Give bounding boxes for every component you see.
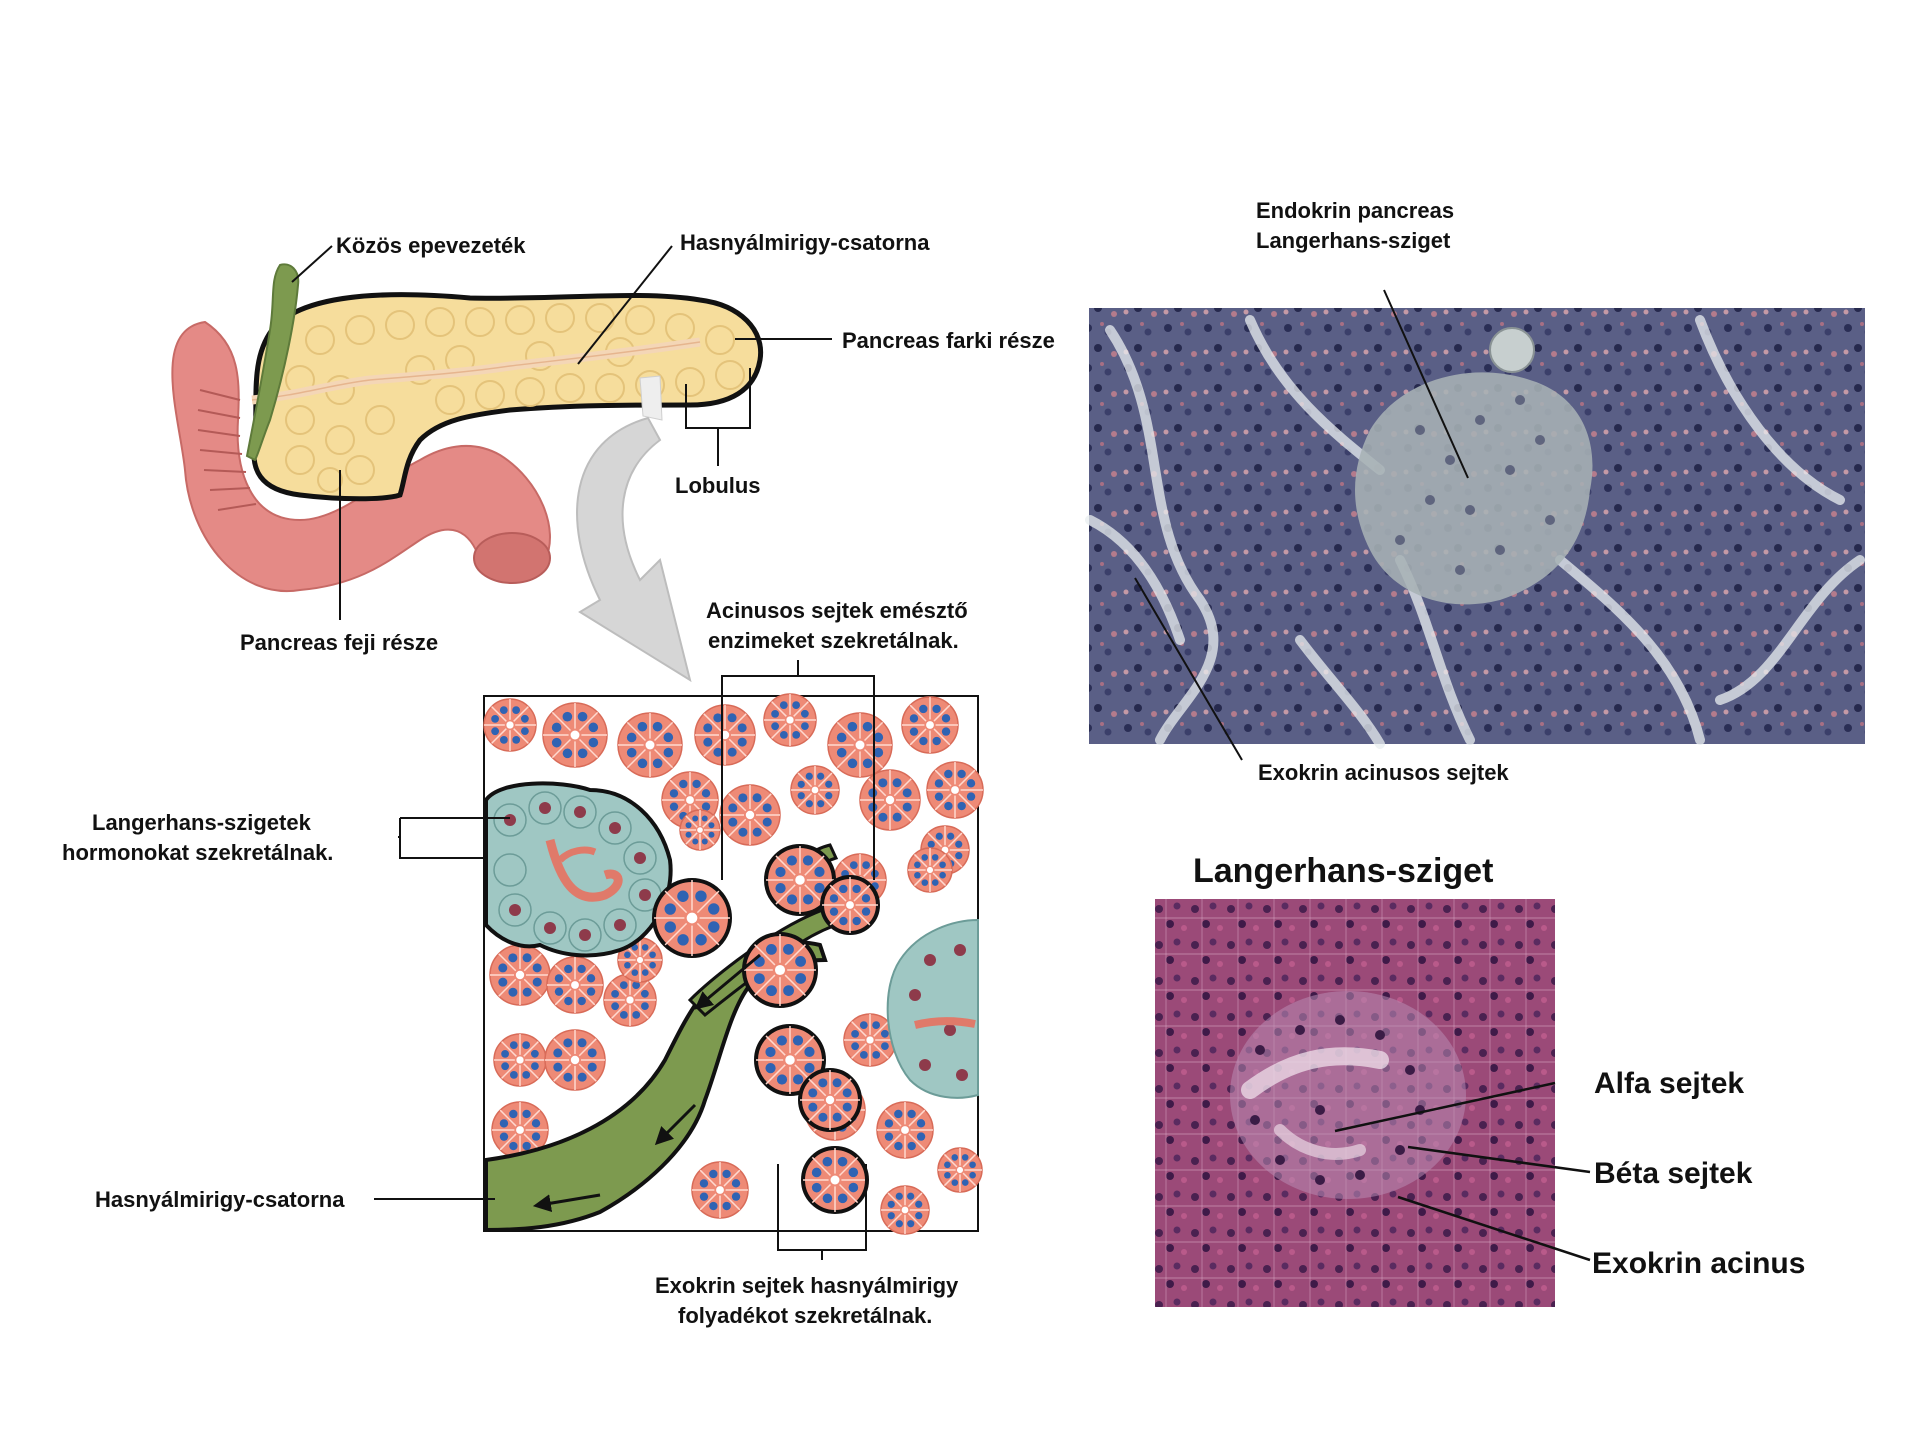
islet-cluster-left — [484, 781, 673, 958]
label-exocrine-acinar: Exokrin acinusos sejtek — [1258, 760, 1509, 785]
acinus — [679, 809, 721, 851]
acinus — [542, 702, 608, 768]
bracket-exocrine — [777, 1164, 867, 1260]
acinus — [603, 973, 657, 1027]
acinus — [546, 956, 604, 1014]
acinus — [544, 1029, 606, 1091]
acinus — [820, 875, 880, 935]
acinus — [937, 1147, 983, 1193]
histology-micrograph-islet — [1155, 899, 1555, 1307]
label-pancreatic-duct-top: Hasnyálmirigy-csatorna — [680, 230, 930, 255]
acinus — [694, 704, 756, 766]
islet-micrograph-title: Langerhans-sziget — [1193, 852, 1493, 890]
leader-pancreatic-duct-top — [577, 245, 673, 365]
bracket-acinar — [721, 660, 875, 880]
tissue-schematic — [483, 693, 984, 1235]
label-islets-line2: hormonokat szekretálnak. — [62, 840, 333, 865]
leader-alpha — [1334, 1081, 1556, 1133]
lobule-cutout — [639, 375, 663, 421]
label-beta: Béta sejtek — [1594, 1157, 1753, 1190]
acinus — [763, 693, 817, 747]
acinus — [489, 944, 551, 1006]
common-bile-duct — [245, 263, 300, 462]
label-exocrine-line1: Exokrin sejtek hasnyálmirigy — [655, 1273, 959, 1298]
acinus — [617, 937, 663, 983]
acinus — [843, 1013, 897, 1067]
label-head: Pancreas feji része — [240, 630, 438, 655]
label-acinar-line1: Acinusos sejtek emésztő — [706, 598, 968, 623]
label-pancreatic-duct-bottom: Hasnyálmirigy-csatorna — [95, 1187, 345, 1212]
label-lobule: Lobulus — [675, 473, 761, 498]
acinus — [880, 1185, 930, 1235]
islet-zone — [1230, 991, 1466, 1199]
acinus — [827, 712, 893, 778]
acinus — [493, 1033, 547, 1087]
pancreatic-duct-edge — [251, 341, 701, 401]
label-endocrine-line1: Endokrin pancreas — [1256, 198, 1454, 223]
flow-arrow-1 — [694, 953, 761, 1010]
acinus — [719, 784, 781, 846]
label-tail: Pancreas farki része — [842, 328, 1055, 353]
label-endocrine-line2: Langerhans-sziget — [1256, 228, 1451, 253]
islet-region — [1355, 372, 1593, 605]
acinus — [790, 765, 840, 815]
leader-common-bile-duct — [291, 245, 333, 283]
acini-background — [483, 693, 984, 1235]
acinus — [798, 1068, 862, 1132]
vessel — [1489, 327, 1535, 373]
acinus — [907, 847, 953, 893]
bracket-islets — [398, 817, 510, 859]
label-common-bile-duct: Közös epevezeték — [336, 233, 526, 258]
acinus — [876, 1101, 934, 1159]
acinus — [483, 698, 537, 752]
pancreas-body — [251, 292, 764, 502]
duodenum-lumen — [473, 532, 551, 584]
acinus — [617, 712, 683, 778]
acinus — [652, 878, 732, 958]
islet-cluster-right — [886, 918, 979, 1099]
flow-arrow-3 — [532, 1193, 601, 1213]
acinus — [691, 1161, 749, 1219]
label-acinar-line2: enzimeket szekretálnak. — [708, 628, 959, 653]
label-exocrine-acinus: Exokrin acinus — [1592, 1247, 1805, 1280]
acinus — [742, 932, 818, 1008]
leader-beta — [1407, 1145, 1591, 1174]
bracket-lobule — [685, 368, 751, 466]
leader-exocrine-acinar — [1134, 577, 1243, 761]
acini-foreground — [652, 844, 880, 1214]
acinus — [859, 769, 921, 831]
label-exocrine-line2: folyadékot szekretálnak. — [678, 1303, 932, 1328]
pancreas-lobules — [285, 303, 745, 493]
label-alpha: Alfa sejtek — [1594, 1067, 1744, 1100]
flow-arrow-2 — [654, 1103, 697, 1146]
label-islets-line1: Langerhans-szigetek — [92, 810, 312, 835]
acinus — [754, 1024, 826, 1096]
zoom-arrow — [576, 416, 692, 683]
leader-endocrine — [1383, 289, 1469, 479]
acinus — [901, 696, 959, 754]
acinus — [926, 761, 984, 819]
histology-micrograph-top — [1085, 308, 1865, 749]
duodenum-folds — [197, 389, 257, 511]
acinus — [801, 1146, 869, 1214]
leader-exocrine-acinus — [1397, 1195, 1591, 1262]
pancreas-illustration — [171, 263, 764, 593]
